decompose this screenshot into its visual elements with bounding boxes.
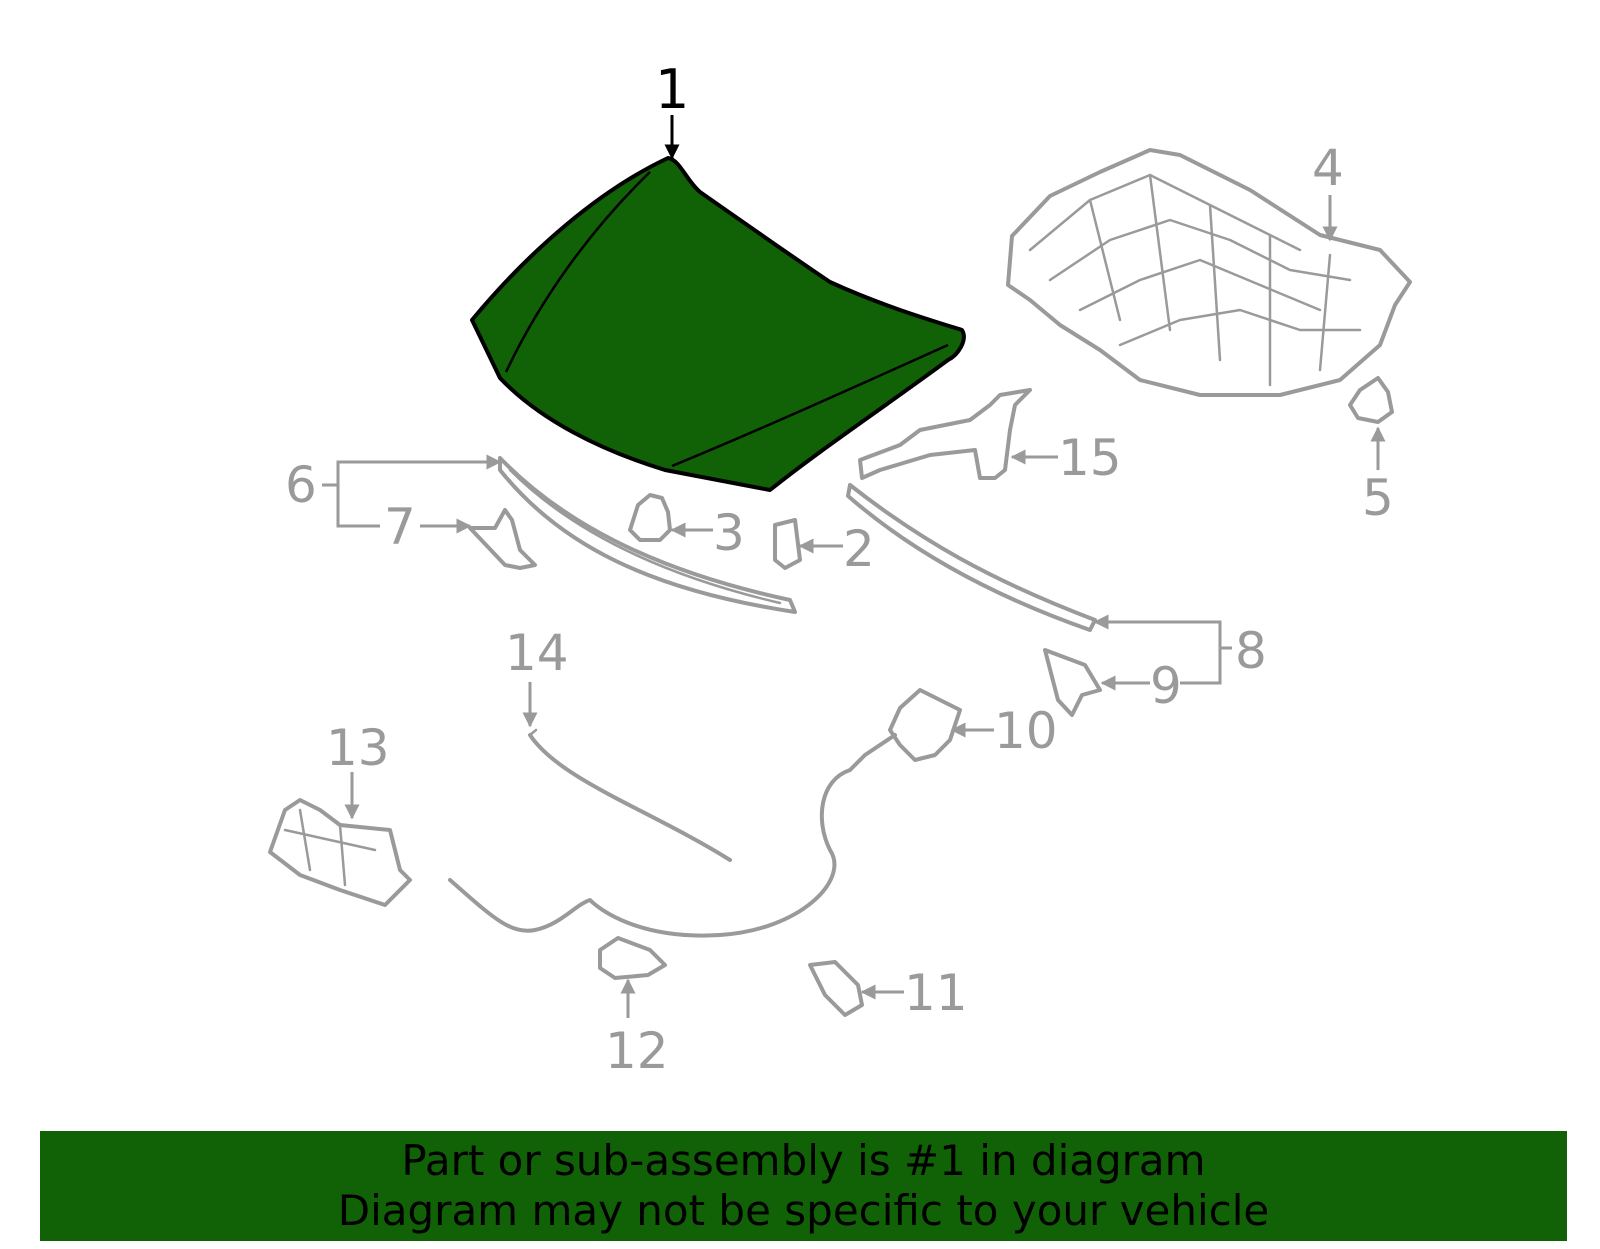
notice-banner: Part or sub-assembly is #1 in diagram Di…	[40, 1131, 1567, 1241]
callout-8: 8	[1235, 622, 1267, 680]
callout-13: 13	[326, 719, 390, 777]
callout-14: 14	[505, 624, 569, 682]
notice-line-2: Diagram may not be specific to your vehi…	[337, 1186, 1270, 1235]
callout-3: 3	[713, 504, 745, 562]
clip-part-5[interactable]	[1348, 376, 1394, 424]
hood-part-1[interactable]	[470, 156, 966, 492]
callout-6: 6	[285, 456, 317, 514]
release-handle-part-12[interactable]	[598, 936, 667, 980]
weatherstrip-part-6[interactable]	[498, 456, 797, 614]
lock-assembly-part-13[interactable]	[268, 798, 412, 907]
bracket-part-15[interactable]	[858, 388, 1032, 480]
callout-5: 5	[1362, 469, 1394, 527]
callout-12: 12	[605, 1022, 669, 1080]
notice-line-1: Part or sub-assembly is #1 in diagram	[401, 1136, 1206, 1185]
bracket-part-11[interactable]	[808, 960, 864, 1017]
callout-4: 4	[1312, 139, 1344, 197]
bumper-stop-part-3[interactable]	[628, 493, 672, 542]
callout-7: 7	[384, 498, 416, 556]
prop-rod-part-14[interactable]	[528, 728, 732, 862]
callout-1: 1	[655, 58, 689, 121]
callout-9: 9	[1150, 657, 1182, 715]
bracket-part-9[interactable]	[1043, 648, 1102, 717]
bracket-part-7[interactable]	[468, 508, 537, 570]
clip-part-2[interactable]	[773, 518, 802, 570]
callout-2: 2	[843, 520, 875, 578]
weatherstrip-part-8[interactable]	[846, 483, 1097, 632]
release-cable[interactable]	[448, 768, 852, 938]
hood-insulator-part-4[interactable]	[1006, 148, 1412, 397]
callout-11: 11	[904, 964, 968, 1022]
callout-15: 15	[1058, 429, 1122, 487]
callout-10: 10	[994, 702, 1058, 760]
leader-lines	[322, 115, 1386, 1018]
hood-latch-part-10[interactable]	[848, 688, 962, 772]
